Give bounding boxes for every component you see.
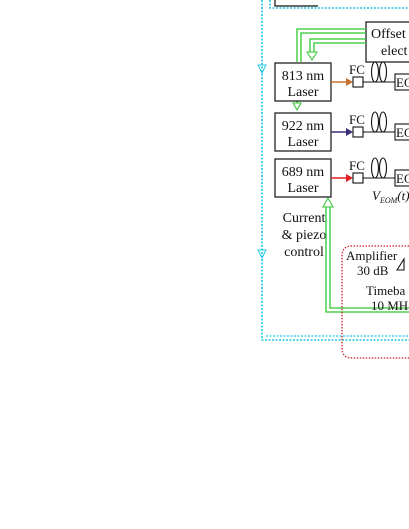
red-dotted-box [341,245,409,359]
fiber-loop-icon [378,61,388,83]
beam-arrow-icon [346,78,353,86]
control-label: control [284,245,324,260]
offset-label: Offset [371,27,406,42]
amplifier-label: Amplifier [346,248,398,263]
control-label: & piezo [282,228,327,243]
fiber-loop-icon [370,157,380,179]
eom-label: EO [396,75,409,90]
green-feedback [329,205,409,309]
fc-label: FC [349,62,365,77]
fiber-loop-icon [378,111,388,133]
green-bus [296,28,366,62]
green-bus [300,32,366,62]
green-arrow-icon [322,196,334,208]
fiber-row-922: FC EO [349,111,409,141]
control-label: Current [283,211,326,226]
laser-wavelength: 813 nm [282,69,325,84]
fiber-coupler [352,76,364,88]
offset-electronics-box [365,21,409,63]
fiber-coupler [352,126,364,138]
eom-box [394,123,409,141]
laser-wavelength: 922 nm [282,119,325,134]
laser-wavelength: 689 nm [282,165,325,180]
amplifier-icon [395,257,405,271]
green-arrow-icon [306,51,318,61]
cyan-arrow-icon [257,249,267,260]
laser-box-813 [274,62,332,102]
timebase-freq: 10 MH [371,298,408,313]
eom-box [394,73,409,91]
eom-label: EO [396,125,409,140]
green-feedback [325,205,409,313]
fc-label: FC [349,158,365,173]
fiber-loop-icon [378,157,388,179]
fiber-loop-icon [370,111,380,133]
veom-label: VEOM(t) [372,188,409,205]
fiber-row-813: FC EO [349,61,409,91]
amplifier-gain: 30 dB [357,263,389,278]
eom-label: EO [396,171,409,186]
beam-arrow-icon [346,128,353,136]
beam-arrow-icon [346,174,353,182]
cyan-arrow-icon [257,64,267,75]
offset-label-2: elect [381,44,408,59]
cyan-frame [261,0,409,341]
eom-box [394,169,409,187]
fiber-loop-icon [370,61,380,83]
laser-label: Laser [287,85,318,100]
laser-label: Laser [287,181,318,196]
top-box-edge [274,0,318,7]
laser-label: Laser [287,135,318,150]
timebase-label: Timeba [366,283,405,298]
green-bus [309,38,366,52]
cyan-frame-inner [269,0,409,9]
fc-label: FC [349,112,365,127]
fiber-row-689: FC EO [349,157,409,187]
fiber-coupler [352,172,364,184]
green-arrow-icon [292,102,302,112]
green-bus [313,42,366,52]
